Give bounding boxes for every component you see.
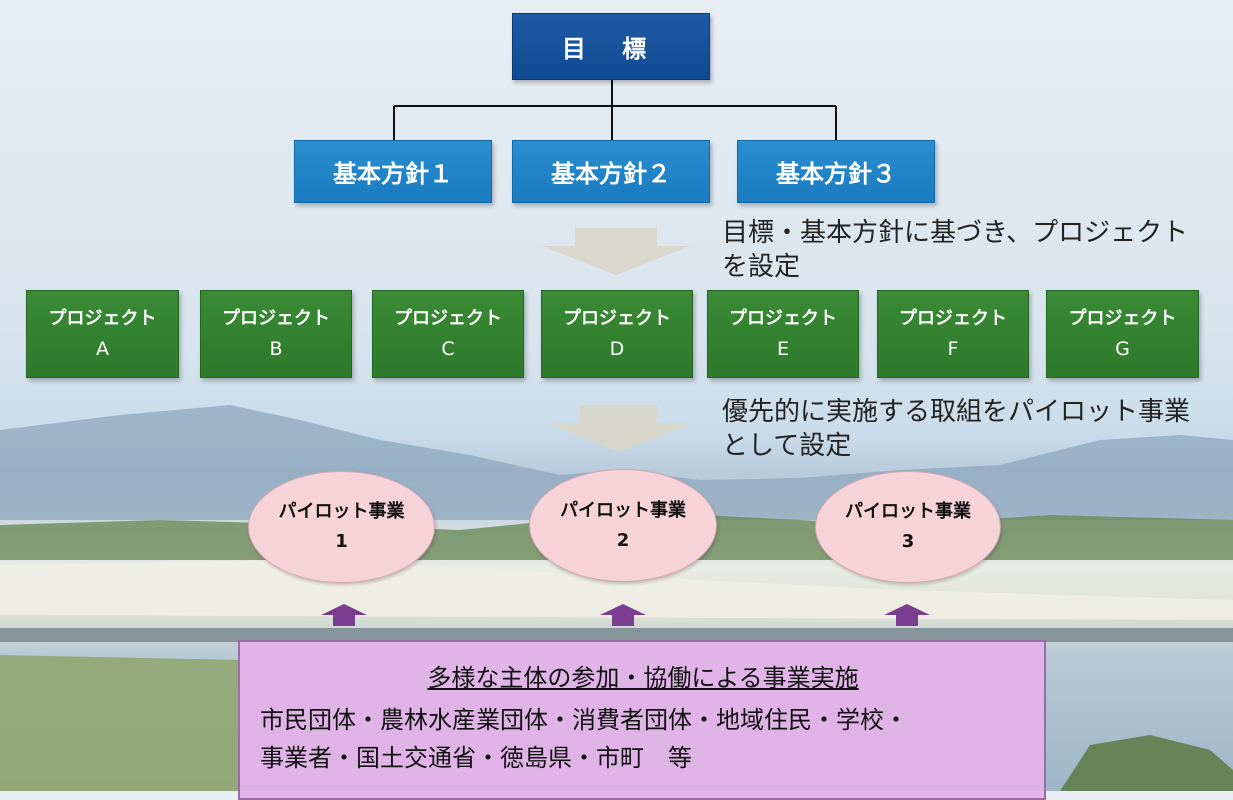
up-arrow-2 [600,604,646,626]
pilot-number: 2 [616,529,630,551]
policy-label: 基本方針３ [776,160,896,188]
project-label: プロジェクト [729,308,837,329]
pilot-label: パイロット事業 [560,499,686,521]
project-letter: D [609,338,625,360]
pilot-project-1: パイロット事業 1 [248,471,435,583]
project-box-e: プロジェクト E [707,290,859,378]
participant-line: 事業者・国土交通省・徳島県・市町 等 [260,744,692,772]
project-box-d: プロジェクト D [541,290,693,378]
participant-line: 市民団体・農林水産業団体・消費者団体・地域住民・学校・ [260,706,908,734]
pilot-setting-note: 優先的に実施する取組をパイロット事業 として設定 [722,395,1190,463]
project-label: プロジェクト [1068,308,1177,329]
down-arrow-2 [546,405,692,452]
project-letter: B [269,338,283,360]
project-label: プロジェクト [222,308,330,329]
project-box-f: プロジェクト F [877,290,1029,378]
project-label: プロジェクト [899,308,1007,329]
project-setting-note: 目標・基本方針に基づき、プロジェクト を設定 [722,216,1188,284]
note-line: 優先的に実施する取組をパイロット事業 [722,397,1191,427]
participation-box: 多様な主体の参加・協働による事業実施 市民団体・農林水産業団体・消費者団体・地域… [238,640,1046,800]
bridge [0,628,1233,642]
policy-label: 基本方針１ [333,160,453,188]
pilot-project-2: パイロット事業 2 [529,469,717,582]
project-box-g: プロジェクト G [1046,290,1199,378]
project-letter: A [96,338,109,360]
pilot-number: 1 [335,531,348,552]
project-letter: C [441,338,455,360]
project-label: プロジェクト [48,308,157,329]
note-line: として設定 [722,431,852,461]
goal-label: 目 標 [561,35,661,63]
project-box-a: プロジェクト A [26,290,179,378]
project-box-b: プロジェクト B [200,290,352,378]
pilot-label: パイロット事業 [278,501,405,522]
policy-label: 基本方針２ [551,160,671,188]
up-arrow-1 [321,604,367,626]
policy-box-1: 基本方針１ [294,140,492,203]
project-letter: G [1115,338,1130,360]
up-arrow-3 [884,604,930,626]
note-line: を設定 [722,252,801,282]
project-label: プロジェクト [394,308,502,329]
project-box-c: プロジェクト C [372,290,524,378]
project-letter: F [947,338,959,360]
goal-box: 目 標 [512,13,710,80]
pilot-project-3: パイロット事業 3 [815,471,1001,583]
down-arrow-1 [542,228,690,275]
pilot-number: 3 [901,531,915,552]
policy-box-2: 基本方針２ [512,140,710,203]
project-label: プロジェクト [563,308,671,329]
pilot-label: パイロット事業 [845,501,971,522]
foreground-bush [1060,735,1233,791]
policy-box-3: 基本方針３ [737,140,935,203]
foreground-grass [0,655,240,791]
note-line: 目標・基本方針に基づき、プロジェクト [722,218,1189,248]
project-letter: E [776,338,789,360]
participation-title: 多様な主体の参加・協働による事業実施 [427,664,859,692]
